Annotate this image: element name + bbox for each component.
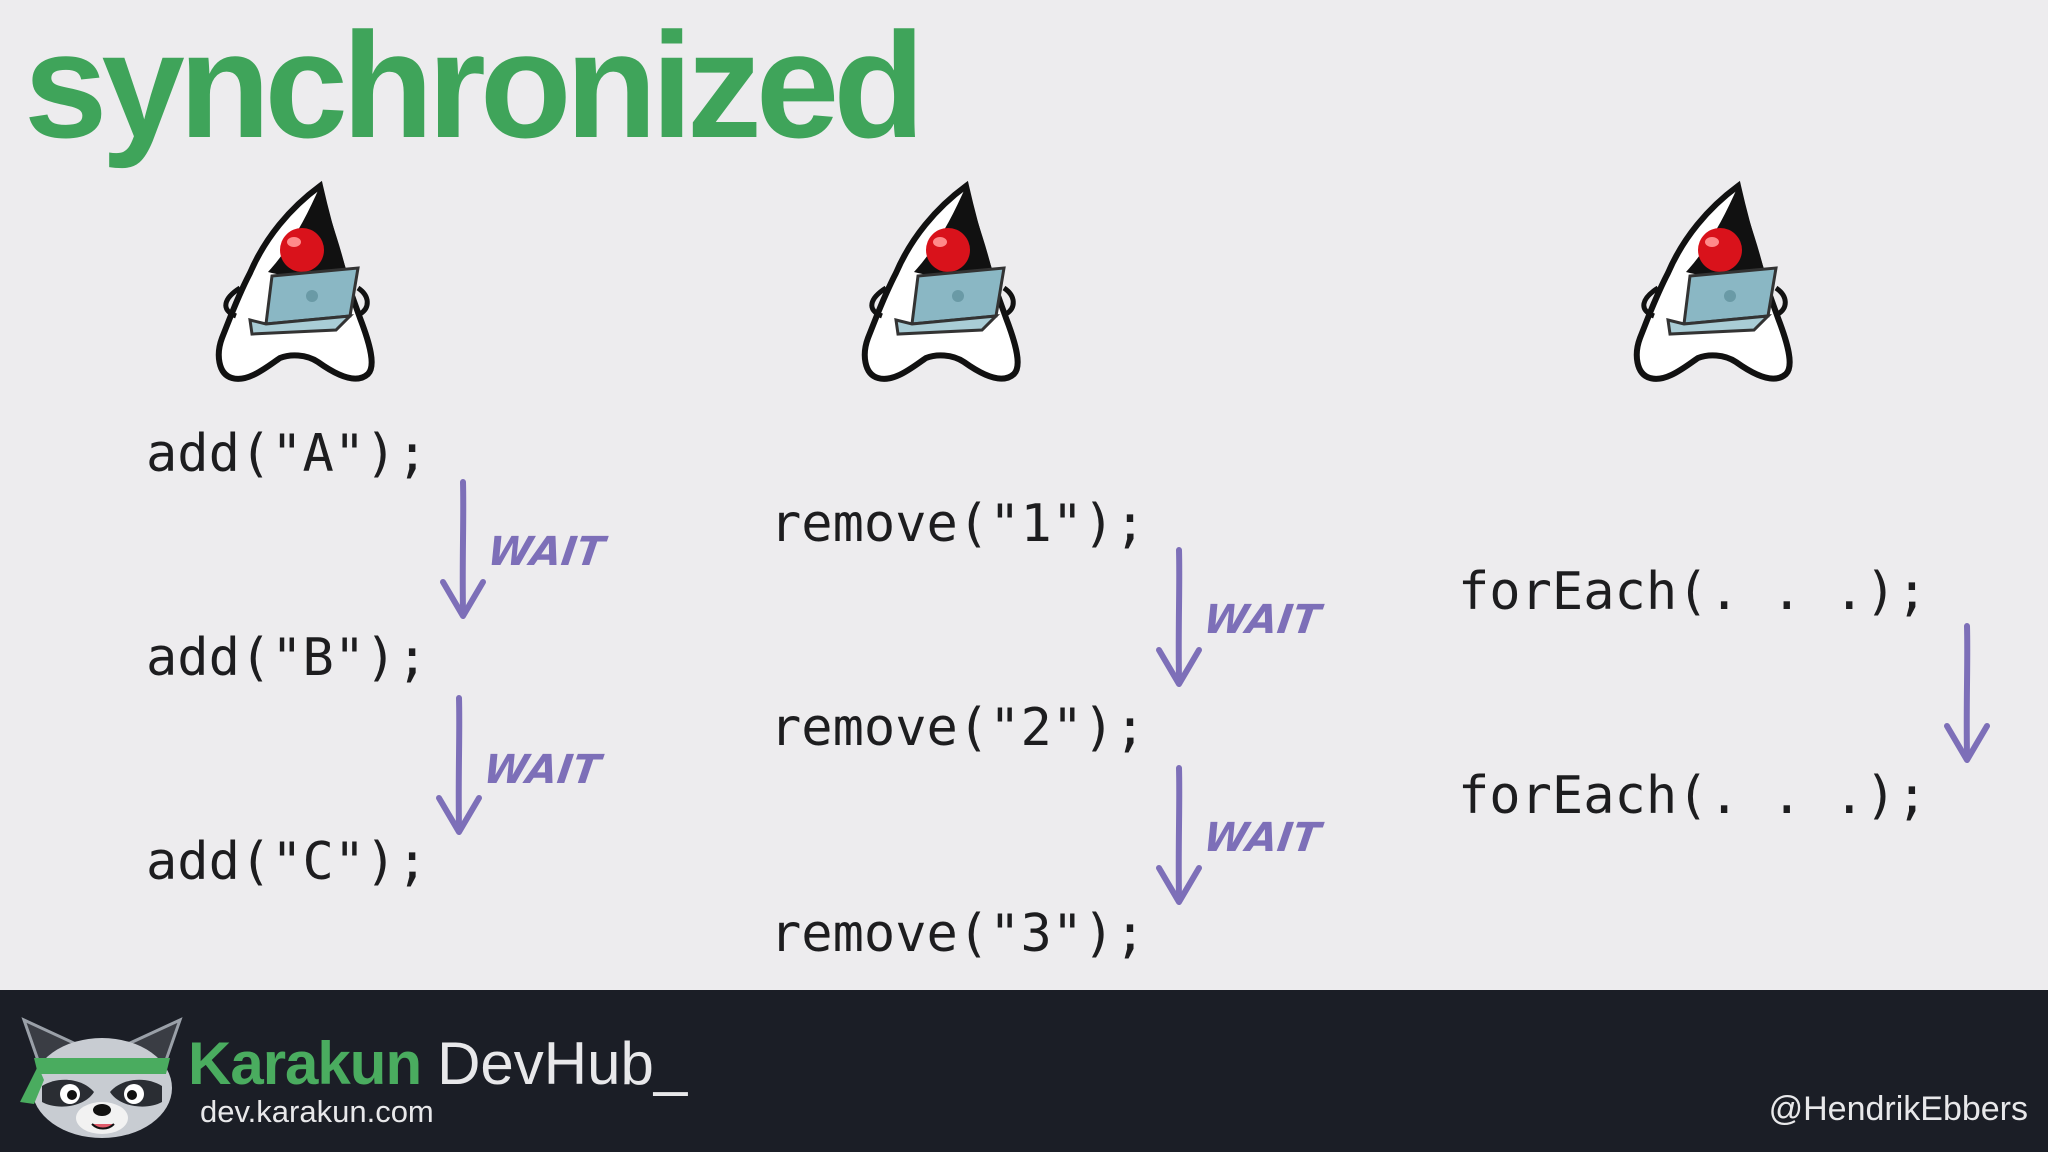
code-foreach-2: forEach(. . .); — [1458, 766, 1928, 826]
brand-url: dev.karakun.com — [200, 1094, 434, 1129]
code-add-b: add("B"); — [146, 628, 428, 688]
code-add-c: add("C"); — [146, 832, 428, 892]
code-remove-1: remove("1"); — [770, 494, 1146, 554]
brand-name: Karakun — [188, 1030, 422, 1097]
code-remove-2: remove("2"); — [770, 698, 1146, 758]
code-remove-3: remove("3"); — [770, 904, 1146, 964]
slide-title: synchronized — [24, 1, 925, 169]
brand-suffix: DevHub_ — [437, 1030, 688, 1097]
wait-label: WAIT — [480, 747, 604, 793]
wait-label: WAIT — [484, 529, 608, 575]
wait-label: WAIT — [1200, 815, 1324, 861]
duke-mascot-icon — [1628, 178, 1796, 388]
arrow-down-icon — [1932, 622, 2002, 772]
slide: synchronized add("A"); WAIT add("B"); WA… — [24, 1, 2002, 964]
duke-mascot-icon — [210, 178, 378, 388]
code-foreach-1: forEach(. . .); — [1458, 562, 1928, 622]
wait-label: WAIT — [1200, 597, 1324, 643]
raccoon-mascot-icon — [20, 1017, 183, 1138]
duke-mascot-icon — [856, 178, 1024, 388]
code-add-a: add("A"); — [146, 424, 428, 484]
author-handle: @HendrikEbbers — [1768, 1090, 2028, 1128]
